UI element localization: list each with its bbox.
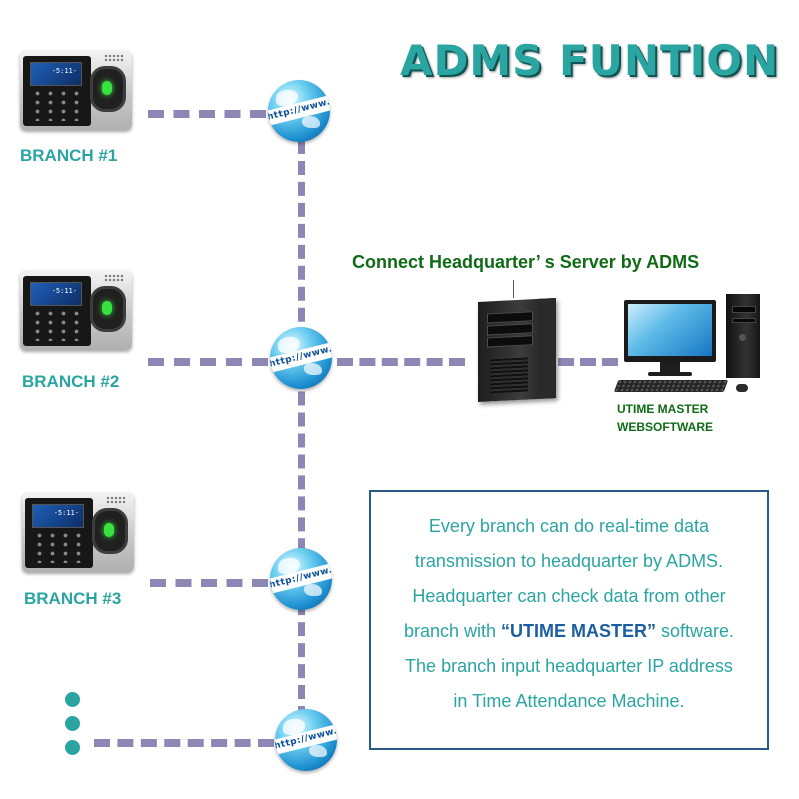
internet-globe-icon: http://www. bbox=[270, 548, 332, 610]
connector-vertical-trunk bbox=[298, 140, 305, 720]
connector-branch-2 bbox=[148, 358, 268, 366]
internet-globe-icon: http://www. bbox=[275, 709, 337, 771]
branch-1-device: -5:11- bbox=[20, 50, 132, 130]
connector-branch-3 bbox=[150, 579, 268, 587]
info-line-suffix: software. bbox=[656, 621, 735, 641]
monitor-icon bbox=[624, 300, 716, 362]
info-line: in Time Attendance Machine. bbox=[453, 691, 685, 711]
info-highlight-software-name: “UTIME MASTER” bbox=[501, 621, 657, 641]
info-line: Every branch can do real-time data bbox=[428, 516, 710, 536]
connector-branch-1 bbox=[148, 110, 266, 118]
connector-more-branches bbox=[94, 739, 274, 747]
more-branches-dot bbox=[65, 740, 80, 755]
pc-tower-icon bbox=[726, 294, 760, 378]
internet-globe-icon: http://www. bbox=[270, 327, 332, 389]
device-screen-text: -5:11- bbox=[53, 509, 79, 517]
diagram-title: ADMS FUNTION bbox=[400, 36, 780, 85]
fingerprint-sensor-icon bbox=[90, 66, 126, 112]
fingerprint-sensor-icon bbox=[92, 508, 128, 554]
device-screen-text: -5:11- bbox=[51, 287, 77, 295]
connector-server-to-pc bbox=[558, 358, 618, 366]
server-caption: Connect Headquarter’ s Server by ADMS bbox=[352, 252, 700, 272]
branch-2-label: BRANCH #2 bbox=[22, 372, 120, 391]
fingerprint-sensor-icon bbox=[90, 286, 126, 332]
server-caption-pointer bbox=[513, 280, 514, 298]
info-line: transmission to headquarter by ADMS. bbox=[414, 551, 724, 571]
headquarter-server-icon bbox=[478, 297, 556, 403]
branch-3-device: -5:11- bbox=[22, 492, 134, 572]
internet-globe-icon: http://www. bbox=[268, 80, 330, 142]
software-caption-line1: UTIME MASTER bbox=[617, 402, 709, 416]
branch-1-label: BRANCH #1 bbox=[20, 146, 118, 165]
more-branches-dot bbox=[65, 692, 80, 707]
monitor-stand bbox=[660, 362, 680, 374]
info-line-prefix: branch with bbox=[403, 621, 502, 641]
software-caption-line2: WEBSOFTWARE bbox=[617, 420, 713, 434]
software-caption: UTIME MASTER WEBSOFTWARE bbox=[617, 400, 713, 436]
mouse-icon bbox=[736, 384, 748, 392]
connector-to-server bbox=[337, 358, 465, 366]
branch-2-device: -5:11- bbox=[20, 270, 132, 350]
monitor-base bbox=[648, 372, 692, 376]
info-line: branch with “UTIME MASTER” software. bbox=[371, 614, 767, 649]
keyboard-icon bbox=[613, 380, 729, 392]
device-screen-text: -5:11- bbox=[51, 67, 77, 75]
info-line: Headquarter can check data from other bbox=[412, 586, 726, 606]
info-line: The branch input headquarter IP address bbox=[405, 656, 733, 676]
branch-3-label: BRANCH #3 bbox=[24, 589, 122, 608]
info-box: Every branch can do real-time data trans… bbox=[369, 490, 769, 750]
more-branches-dot bbox=[65, 716, 80, 731]
